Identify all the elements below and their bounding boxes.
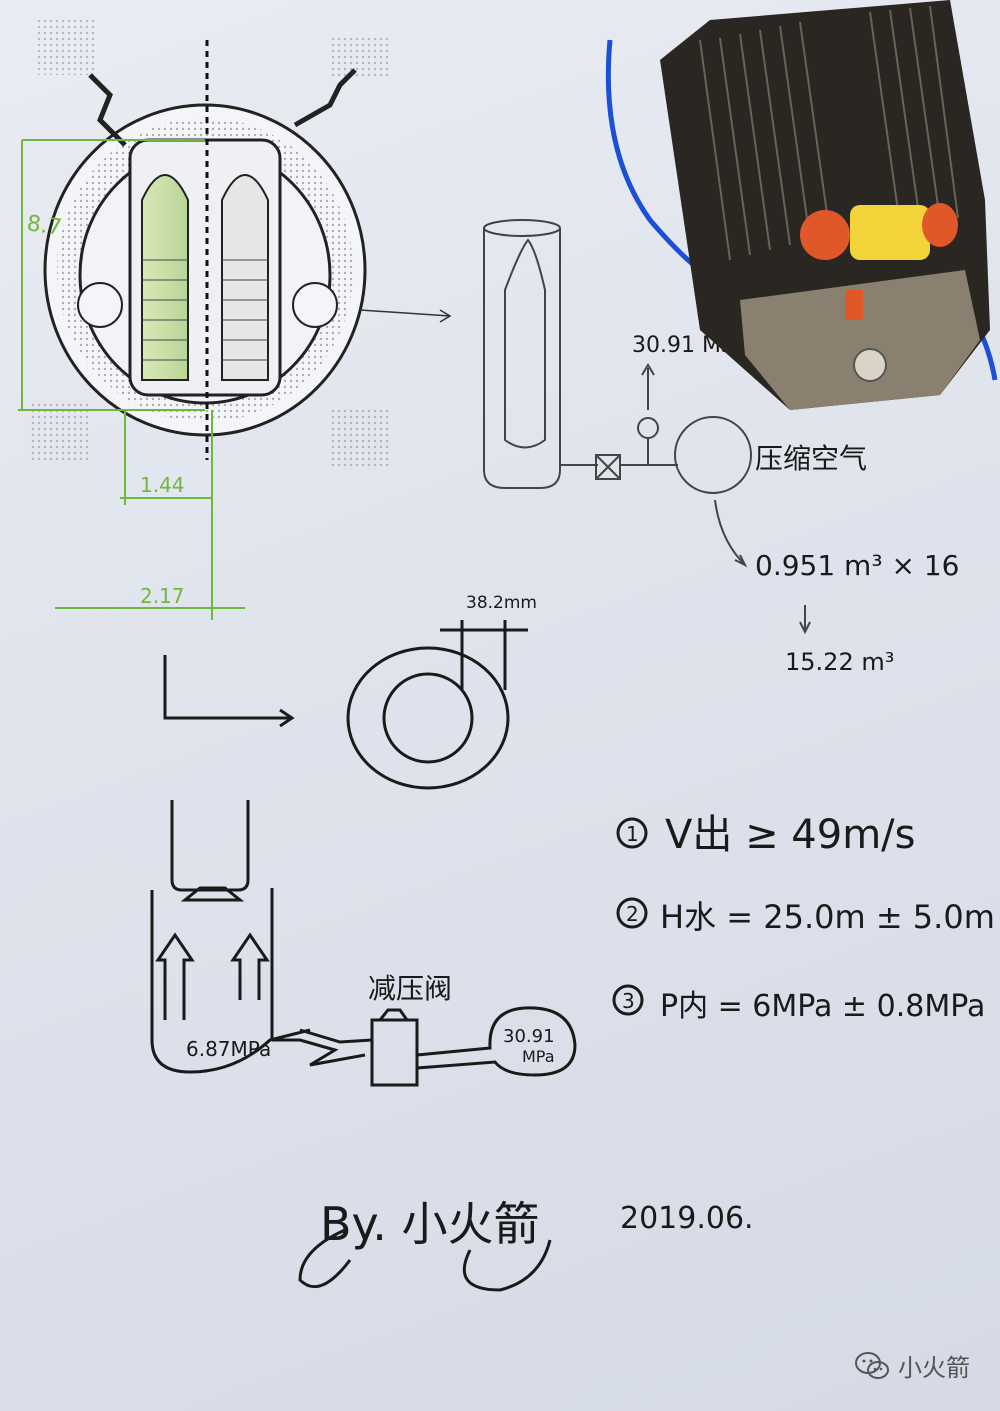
signature-flourish bbox=[298, 1228, 552, 1292]
dim-height: 8.7 bbox=[25, 211, 63, 241]
volume-result: 15.22 m³ bbox=[785, 648, 894, 676]
watermark: 小火箭 bbox=[854, 1348, 970, 1383]
requirement-2-num: 2 bbox=[626, 902, 639, 926]
launch-diagram bbox=[150, 800, 577, 1087]
requirement-1-marker bbox=[616, 817, 648, 849]
requirements-list: 1 V出 ≥ 49m/s 2 H水 = 25.0m ± 5.0m 3 P内 = … bbox=[612, 812, 995, 1024]
requirement-3-text: P内 = 6MPa ± 0.8MPa bbox=[660, 989, 985, 1024]
watermark-label: 小火箭 bbox=[898, 1354, 970, 1382]
ring-diagram bbox=[163, 620, 528, 790]
tank-diagram bbox=[483, 219, 811, 635]
compressed-air-label: 压缩空气 bbox=[755, 442, 867, 475]
requirement-2-text: H水 = 25.0m ± 5.0m bbox=[660, 898, 995, 936]
requirement-1-text: V出 ≥ 49m/s bbox=[665, 812, 916, 858]
dim-half-width: 1.44 bbox=[140, 473, 185, 497]
requirement-2-marker bbox=[616, 897, 648, 929]
date: 2019.06. bbox=[620, 1201, 754, 1236]
ring-width-label: 38.2mm bbox=[466, 593, 537, 613]
tank-pressure-line1: 30.91 bbox=[503, 1026, 555, 1047]
wechat-icon bbox=[855, 1351, 889, 1379]
signature: By. 小火箭 bbox=[320, 1197, 539, 1251]
electric-motor-photo bbox=[605, 0, 998, 410]
valve-label: 减压阀 bbox=[368, 972, 452, 1005]
volume-calc: 0.951 m³ × 16 bbox=[755, 549, 959, 582]
green-dimension-lines bbox=[18, 139, 245, 620]
requirement-1-num: 1 bbox=[626, 822, 639, 846]
requirement-3-marker bbox=[612, 984, 644, 1016]
dim-full-width: 2.17 bbox=[140, 584, 185, 608]
requirement-3-num: 3 bbox=[622, 989, 635, 1013]
silo-cross-section bbox=[28, 20, 452, 470]
tank-pressure-line2: MPa bbox=[522, 1047, 555, 1066]
low-pressure-label: 6.87MPa bbox=[186, 1037, 271, 1061]
